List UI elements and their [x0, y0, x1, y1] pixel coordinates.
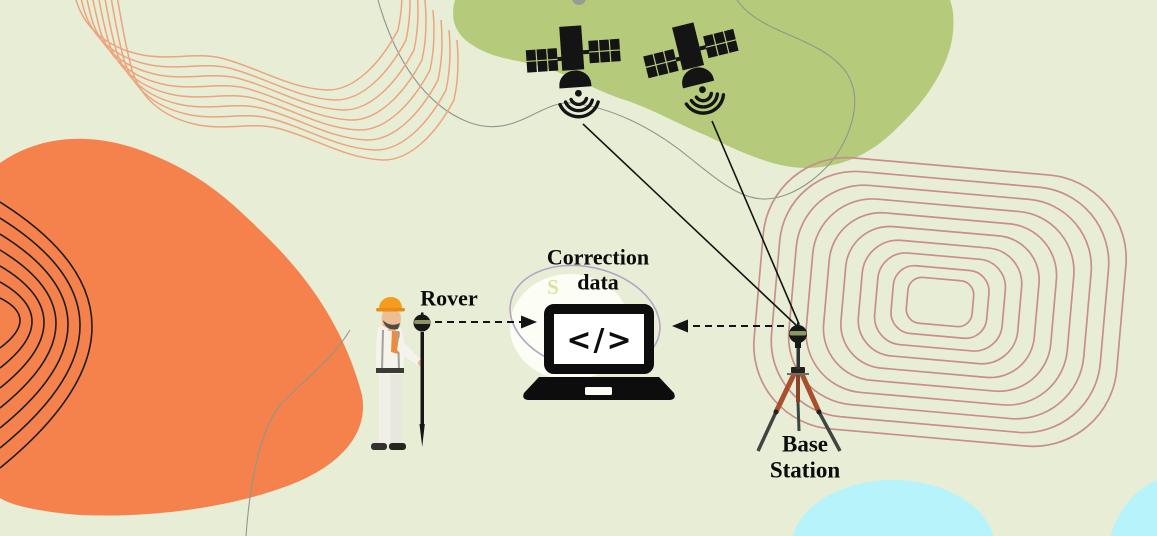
- water-blob-corner: [1110, 479, 1157, 536]
- watermark-s: S: [547, 274, 559, 299]
- water-blob-bottom: [792, 480, 994, 536]
- contour-rings-right: [752, 156, 1128, 448]
- satellite-links: [582, 120, 800, 327]
- surveyor-icon: [371, 297, 425, 450]
- contour-lines-dark: [0, 201, 93, 469]
- code-glyph: </>: [566, 322, 634, 358]
- satellite-right-link-line: [711, 120, 800, 325]
- rover-icon: [413, 312, 431, 447]
- satellite-left-link-line: [582, 123, 798, 327]
- rover-label: Rover: [420, 285, 478, 311]
- base-station-label: Base Station: [769, 431, 841, 483]
- hairline-curve-left: [245, 329, 351, 536]
- laptop-icon: [523, 304, 675, 400]
- correction-data-label: Correction data: [546, 244, 650, 295]
- correction-arrows: [435, 315, 784, 333]
- hairline-curve-top: [377, 0, 856, 200]
- orange-terrain-blob: [0, 138, 364, 516]
- gray-dot: [572, 0, 586, 5]
- base-station-icon: [756, 322, 842, 452]
